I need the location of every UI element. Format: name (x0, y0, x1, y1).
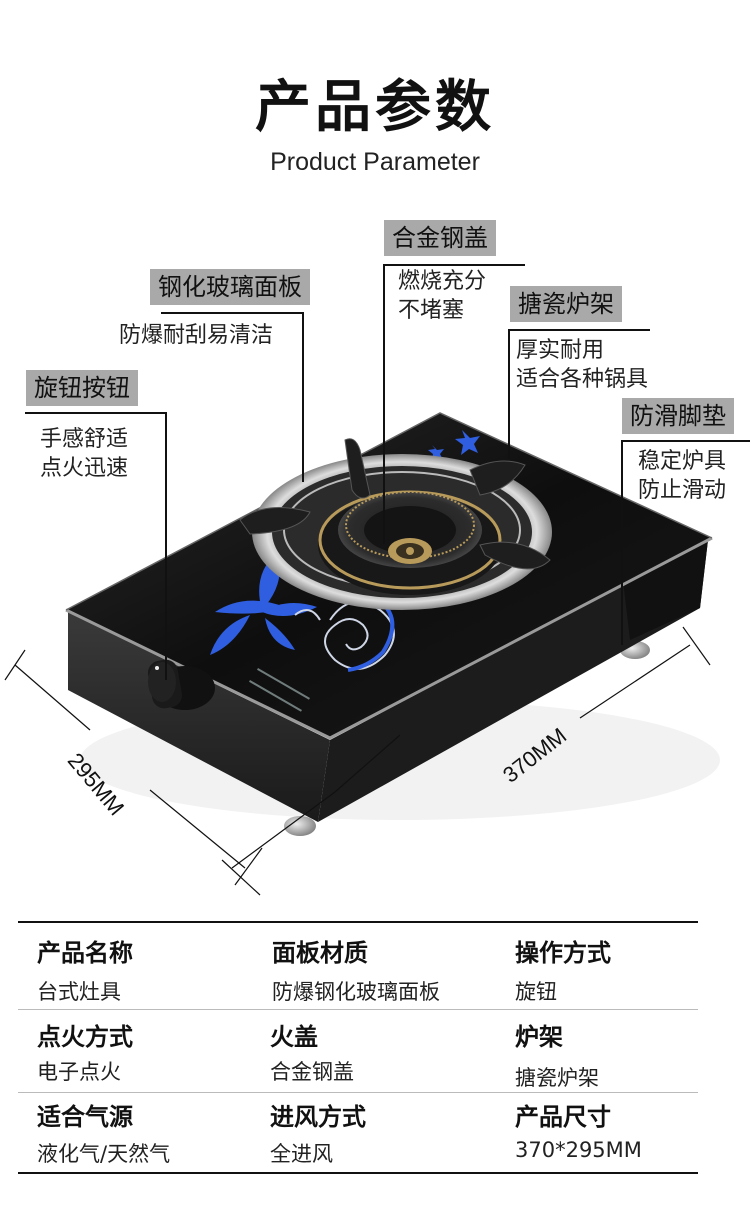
page-subtitle: Product Parameter (270, 148, 480, 176)
callout-line (165, 412, 167, 680)
callout-line (161, 312, 304, 314)
callout-desc-enamel-rack: 厚实耐用 适合各种锅具 (516, 338, 649, 392)
spec-air-intake: 进风方式 全进风 (270, 1103, 366, 1166)
callout-desc-alloy-cap: 燃烧充分 不堵塞 (398, 269, 487, 323)
callout-tag-knob: 旋钮按钮 (26, 370, 138, 406)
callout-tag-enamel-rack: 搪瓷炉架 (510, 286, 622, 322)
spec-product-name: 产品名称 台式灶具 (37, 939, 133, 1004)
table-rule (18, 1092, 698, 1093)
spec-pot-support: 炉架 搪瓷炉架 (515, 1023, 599, 1090)
callout-tag-anti-slip-feet: 防滑脚垫 (622, 398, 734, 434)
spec-operation: 操作方式 旋钮 (515, 939, 611, 1004)
callout-line (383, 264, 525, 266)
table-rule (18, 1009, 698, 1010)
callout-line (508, 329, 650, 331)
callout-desc-glass-panel: 防爆耐刮易清洁 (119, 323, 274, 348)
callout-desc-knob: 手感舒适 点火迅速 (40, 427, 129, 481)
table-rule-top (18, 921, 698, 923)
callout-line (508, 329, 510, 459)
callout-line (621, 440, 623, 645)
stove-illustration (0, 400, 750, 900)
callout-line (383, 264, 385, 544)
spec-ignition: 点火方式 电子点火 (37, 1023, 133, 1084)
table-rule-bottom (18, 1172, 698, 1174)
stove-image (4, 412, 720, 896)
page-title: 产品参数 (255, 75, 495, 140)
spec-gas-source: 适合气源 液化气/天然气 (37, 1103, 171, 1166)
spec-fire-cap: 火盖 合金钢盖 (270, 1023, 354, 1084)
callout-line (302, 312, 304, 482)
callout-tag-alloy-cap: 合金钢盖 (384, 220, 496, 256)
callout-desc-anti-slip-feet: 稳定炉具 防止滑动 (638, 449, 727, 503)
callout-line (25, 412, 167, 414)
spec-panel-material: 面板材质 防爆钢化玻璃面板 (272, 939, 440, 1004)
callout-tag-glass-panel: 钢化玻璃面板 (150, 269, 310, 305)
spec-product-size: 产品尺寸 370*295MM (515, 1103, 642, 1162)
callout-line (621, 440, 750, 442)
